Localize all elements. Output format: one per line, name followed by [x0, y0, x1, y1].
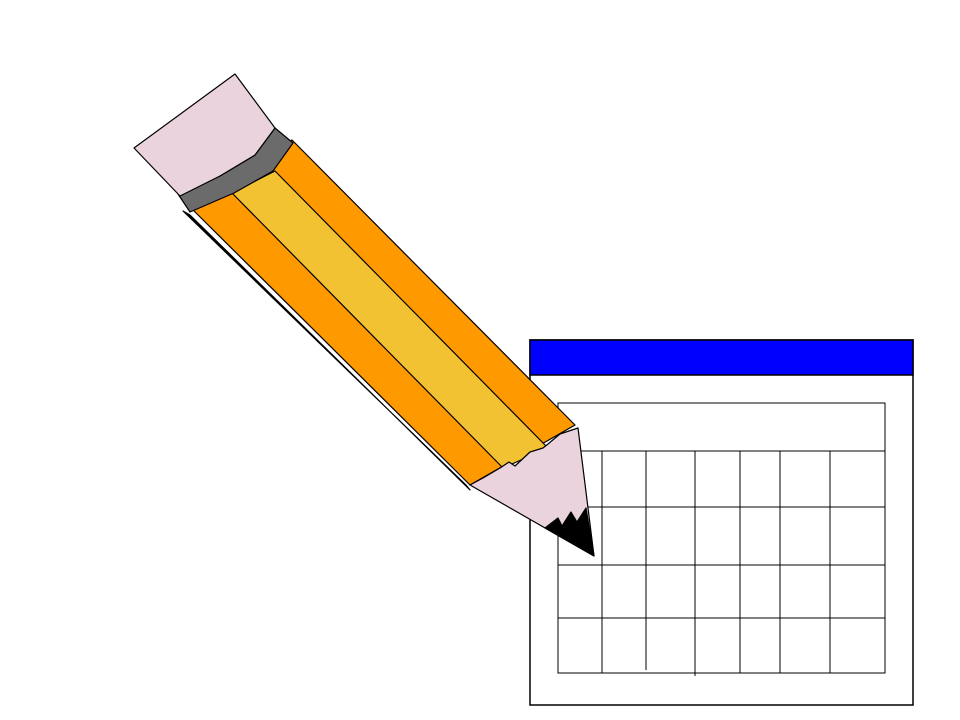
- calendar-grid-border: [557, 402, 886, 674]
- pencil-stripe: [231, 170, 549, 469]
- calendar-icon: [529, 339, 914, 706]
- pencil-eraser: [133, 73, 276, 197]
- pencil-icon: [133, 73, 595, 557]
- pencil-lead: [544, 507, 595, 557]
- calendar-frame: [529, 339, 914, 706]
- calendar-header-bar: [529, 339, 914, 376]
- calendar-grid: [557, 402, 886, 676]
- pencil-shadow: [182, 210, 471, 491]
